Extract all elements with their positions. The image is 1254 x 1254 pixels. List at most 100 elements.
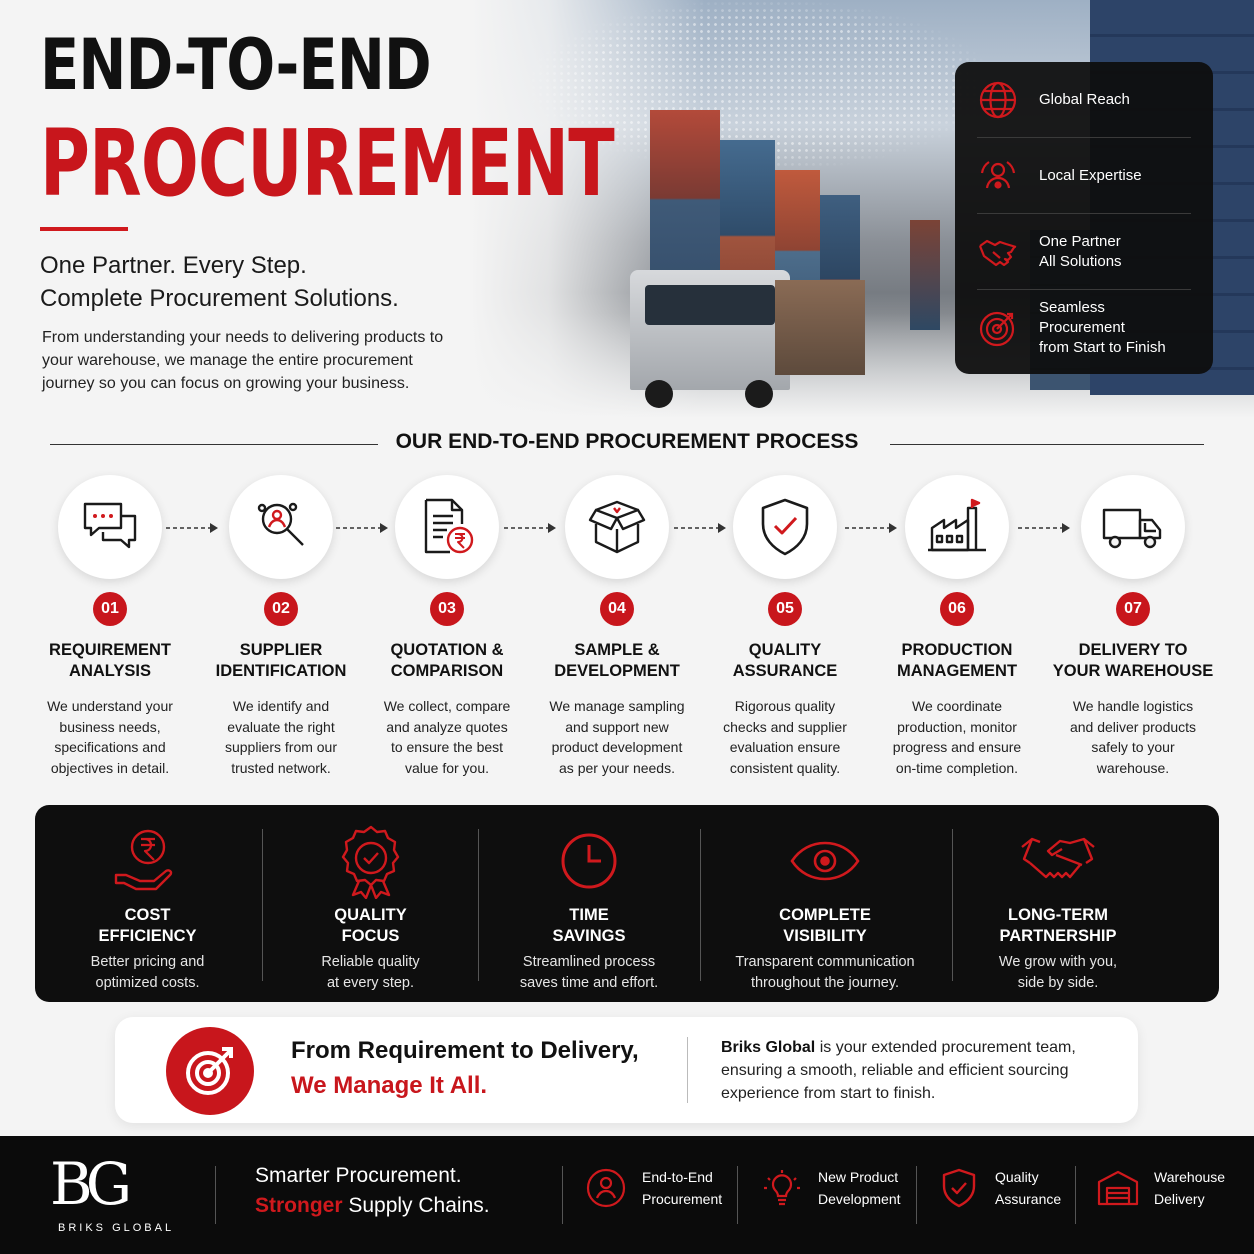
quality-badge-icon <box>341 825 399 899</box>
benefits-panel: COST EFFICIENCY Better pricing and optim… <box>35 805 1219 1002</box>
step-icon-circle <box>565 475 669 579</box>
step-number-badge: 03 <box>430 592 464 626</box>
feature-one-partner: One Partner All Solutions <box>977 214 1191 290</box>
benefit-title-line1: COST <box>124 906 171 924</box>
handshake-icon <box>978 239 1017 266</box>
benefit-quality-focus: QUALITY FOCUS Reliable quality at every … <box>288 823 453 994</box>
brand-name: Briks Global <box>721 1039 816 1056</box>
footer-item-quality-assurance: Quality Assurance <box>937 1166 1061 1210</box>
step-title-line2: YOUR WAREHOUSE <box>1052 662 1214 680</box>
feature-seamless-procurement: Seamless Procurement from Start to Finis… <box>977 290 1191 366</box>
summary-headline-line2: We Manage It All. <box>291 1072 488 1099</box>
feature-label: Local Expertise <box>1039 166 1142 184</box>
benefit-desc-line: optimized costs. <box>95 975 200 991</box>
step-icon-circle <box>395 475 499 579</box>
step-desc-line: We coordinate <box>911 698 1002 714</box>
summary-text: Briks Global is your extended procuremen… <box>721 1036 1101 1105</box>
benefit-title-line2: FOCUS <box>341 927 400 945</box>
benefit-divider <box>262 829 263 981</box>
step-number-badge: 05 <box>768 592 802 626</box>
benefit-title-line1: TIME <box>569 906 609 924</box>
benefit-cost-efficiency: COST EFFICIENCY Better pricing and optim… <box>65 823 230 994</box>
step-desc-line: evaluate the right <box>227 718 335 735</box>
benefit-complete-visibility: COMPLETE VISIBILITY Transparent communic… <box>725 823 925 994</box>
title-rule-left <box>50 444 378 445</box>
delivery-truck-icon <box>1102 508 1162 549</box>
lightbulb-icon <box>764 1170 800 1206</box>
step-desc-line: We collect, compare <box>383 698 511 714</box>
arrow-right-icon <box>504 523 556 533</box>
step-title-line1: PRODUCTION <box>901 641 1013 659</box>
step-desc-line: production, monitor <box>897 718 1017 735</box>
eye-icon <box>790 841 860 881</box>
chat-bubbles-icon <box>83 502 137 549</box>
feature-global-reach: Global Reach <box>977 62 1191 138</box>
open-box-icon <box>588 500 646 554</box>
title-rule-right <box>890 444 1204 445</box>
step-number-badge: 06 <box>940 592 974 626</box>
feature-label: Global Reach <box>1039 90 1130 108</box>
footer-tagline-line2: Stronger Supply Chains. <box>255 1194 490 1218</box>
footer-item-line2: Delivery <box>1154 1191 1205 1207</box>
target-badge <box>166 1027 254 1115</box>
step-title-line2: ANALYSIS <box>69 662 151 680</box>
process-step-7: 07 DELIVERY TO YOUR WAREHOUSE We handle … <box>1048 475 1218 778</box>
footer-item-warehouse-delivery: Warehouse Delivery <box>1096 1166 1225 1210</box>
step-title-line1: QUALITY <box>748 641 822 659</box>
step-desc-line: value for you. <box>404 759 490 776</box>
summary-card: From Requirement to Delivery, We Manage … <box>115 1017 1138 1123</box>
footer-item-line2: Assurance <box>995 1191 1062 1207</box>
step-desc-line: warehouse. <box>1096 759 1170 776</box>
footer-item-line2: Procurement <box>642 1191 723 1207</box>
subtitle-line2: Complete Procurement Solutions. <box>40 285 399 312</box>
step-desc-line: objectives in detail. <box>50 759 170 776</box>
benefit-title-line1: COMPLETE <box>779 906 871 924</box>
step-title-line1: QUOTATION & <box>390 641 504 659</box>
benefit-divider <box>952 829 953 981</box>
summary-headline-line1: From Requirement to Delivery, <box>291 1037 639 1064</box>
step-desc-line: product development <box>551 739 683 755</box>
process-step-5: 05 QUALITY ASSURANCE Rigorous quality ch… <box>700 475 870 778</box>
step-desc-line: suppliers from our <box>224 739 338 755</box>
factory-icon <box>928 498 986 552</box>
process-title: OUR END-TO-END PROCUREMENT PROCESS <box>395 430 859 453</box>
benefit-long-term-partnership: LONG-TERM PARTNERSHIP We grow with you, … <box>973 823 1143 994</box>
step-title-line2: MANAGEMENT <box>896 662 1018 680</box>
footer-item-product-development: New Product Development <box>760 1166 901 1210</box>
step-title-line1: REQUIREMENT <box>49 641 171 659</box>
benefit-desc-line: saves time and effort. <box>519 975 659 991</box>
footer-tagline-line1: Smarter Procurement. <box>255 1164 462 1187</box>
footer-item-line1: New Product <box>818 1169 899 1185</box>
footer-item-line2: Development <box>818 1191 901 1207</box>
step-desc-line: progress and ensure <box>892 739 1022 755</box>
step-desc-line: We understand your <box>47 698 173 714</box>
step-desc-line: as per your needs. <box>559 759 675 776</box>
shield-check-icon <box>942 1168 976 1208</box>
feature-label-line2: from Start to Finish <box>1039 339 1166 356</box>
tagline-highlight: Stronger <box>255 1194 343 1217</box>
benefit-divider <box>700 829 701 981</box>
step-title-line1: SAMPLE & <box>574 641 660 659</box>
footer-item-line1: Quality <box>995 1169 1039 1185</box>
step-desc-line: trusted network. <box>231 759 331 776</box>
footer-item-line1: Warehouse <box>1154 1169 1226 1185</box>
process-step-1: 01 REQUIREMENT ANALYSIS We understand yo… <box>25 475 195 778</box>
supplier-search-icon <box>257 502 304 546</box>
clock-icon <box>561 833 617 889</box>
arrow-right-icon <box>166 523 218 533</box>
step-desc-line: and deliver products <box>1069 718 1197 735</box>
footer-divider <box>916 1166 917 1224</box>
benefit-desc-line: We grow with you, <box>998 954 1118 970</box>
process-step-3: 03 QUOTATION & COMPARISON We collect, co… <box>362 475 532 778</box>
step-desc-line: consistent quality. <box>729 759 841 776</box>
step-desc-line: Rigorous quality <box>734 698 836 714</box>
expert-icon <box>980 160 1016 189</box>
feature-label: Seamless Procurement <box>1039 299 1125 336</box>
step-desc-line: evaluation ensure <box>729 739 841 755</box>
step-desc-line: We handle logistics <box>1072 698 1194 714</box>
step-desc-line: business needs, <box>59 718 161 735</box>
process-step-2: 02 SUPPLIER IDENTIFICATION We identify a… <box>196 475 366 778</box>
benefit-title-line2: SAVINGS <box>552 927 626 945</box>
handshake-icon <box>1021 837 1095 879</box>
feature-label: One Partner <box>1039 232 1121 250</box>
